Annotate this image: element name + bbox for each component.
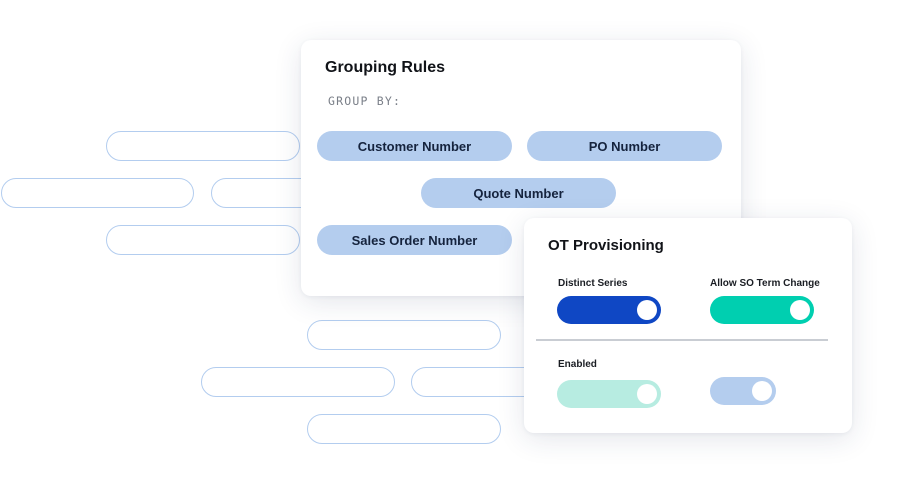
bg-pill — [106, 225, 300, 255]
chip-po-number[interactable]: PO Number — [527, 131, 722, 161]
chip-customer-number[interactable]: Customer Number — [317, 131, 512, 161]
toggle-label-allow-so-term-change: Allow SO Term Change — [710, 278, 820, 289]
bg-pill — [106, 131, 300, 161]
toggle-distinct-series[interactable] — [557, 296, 661, 324]
toggle-knob — [790, 300, 810, 320]
toggle-knob — [637, 300, 657, 320]
toggle-knob — [752, 381, 772, 401]
chip-sales-order-number[interactable]: Sales Order Number — [317, 225, 512, 255]
toggle-unlabeled[interactable] — [710, 377, 776, 405]
ot-provisioning-card: OT Provisioning Distinct Series Allow SO… — [524, 218, 852, 433]
divider — [536, 339, 828, 341]
bg-pill — [201, 367, 395, 397]
toggle-label-distinct-series: Distinct Series — [558, 278, 628, 289]
toggle-allow-so-term-change[interactable] — [710, 296, 814, 324]
toggle-knob — [637, 384, 657, 404]
bg-pill — [307, 320, 501, 350]
toggle-enabled[interactable] — [557, 380, 661, 408]
bg-pill — [1, 178, 194, 208]
chip-quote-number[interactable]: Quote Number — [421, 178, 616, 208]
toggle-label-enabled: Enabled — [558, 359, 597, 370]
grouping-rules-title: Grouping Rules — [325, 59, 445, 76]
ot-provisioning-title: OT Provisioning — [548, 237, 664, 254]
group-by-label: GROUP BY: — [328, 94, 402, 108]
bg-pill — [307, 414, 501, 444]
